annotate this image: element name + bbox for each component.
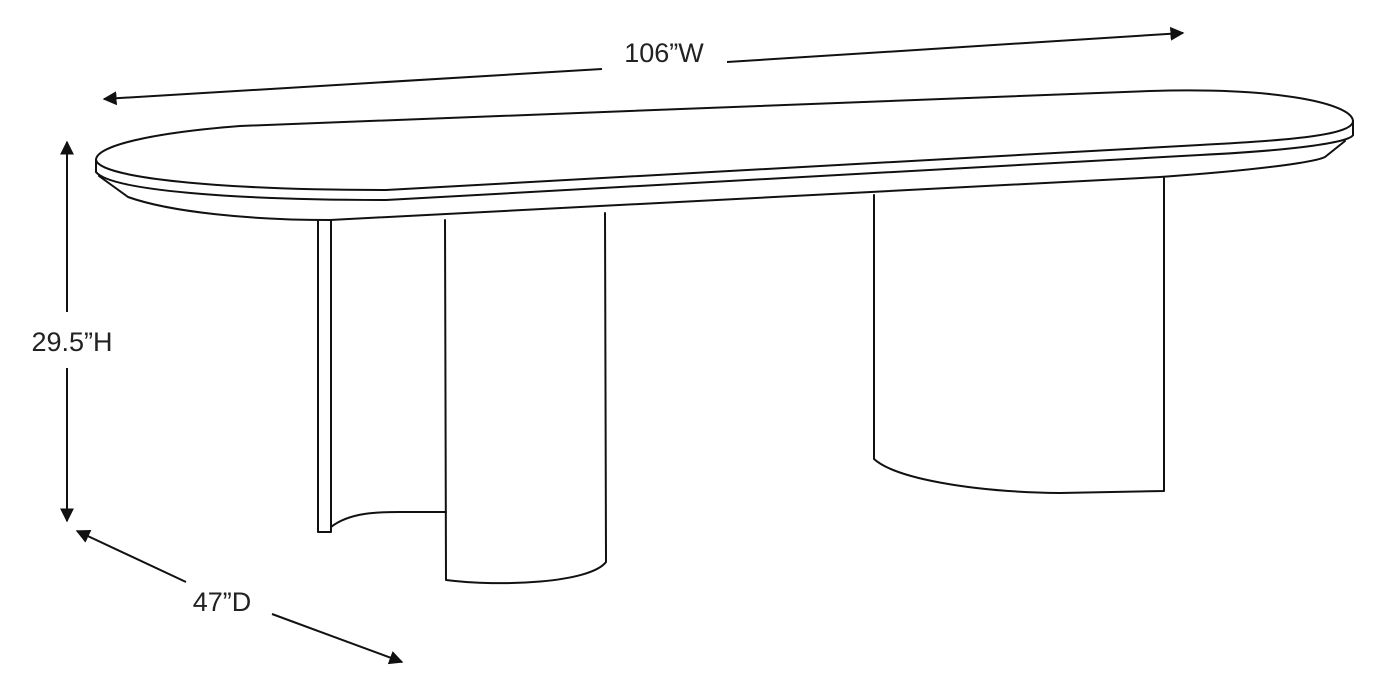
depth-arrow-right [271, 613, 404, 665]
left-pedestal [317, 212, 607, 585]
right-pedestal [873, 177, 1165, 494]
left-pedestal-front [444, 212, 607, 585]
tabletop-thickness-line [95, 134, 1354, 201]
tabletop [95, 89, 1354, 221]
right-pedestal-body [873, 177, 1165, 494]
tabletop-bevel-underside [98, 140, 1346, 221]
height-dimension: 29.5”H [31, 140, 113, 523]
depth-arrow-left [75, 529, 187, 583]
depth-dimension: 47”D [75, 529, 404, 665]
width-arrow-right [726, 26, 1185, 63]
tabletop-front-edge [95, 120, 1354, 191]
tabletop-top-surface [95, 89, 1354, 161]
width-label: 106”W [624, 38, 704, 68]
left-pedestal-inner-curve [330, 511, 447, 528]
width-dimension: 106”W [102, 26, 1185, 106]
width-arrow-left [102, 68, 603, 106]
depth-label: 47”D [193, 587, 252, 617]
height-label: 29.5”H [31, 327, 112, 357]
left-pedestal-side-panel [317, 220, 332, 533]
